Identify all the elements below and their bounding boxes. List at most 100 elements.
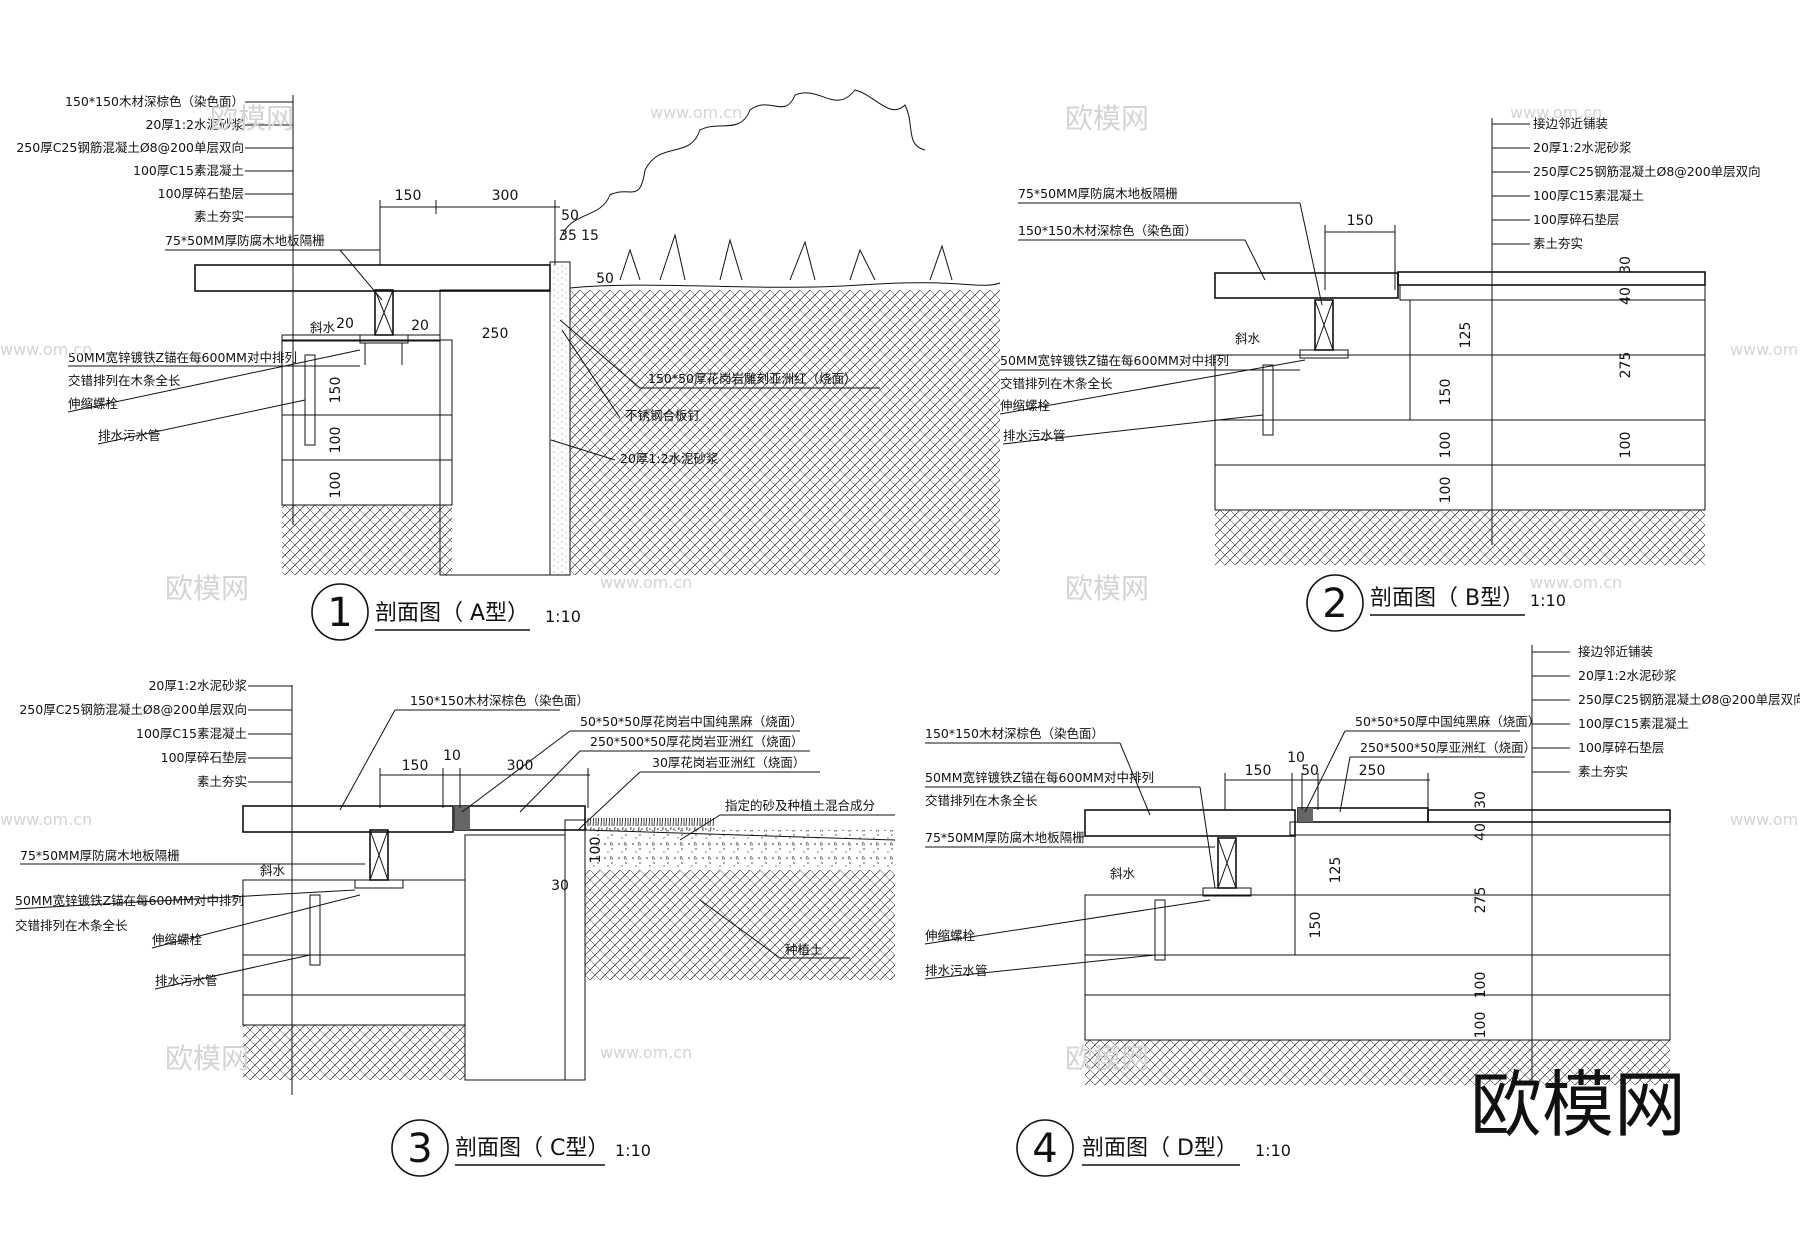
z-anchor [354, 879, 404, 889]
watermark-url: www.om.cn [600, 573, 692, 592]
callout-red-granite: 250*500*50厚亚洲红（烧面） [1360, 740, 1536, 755]
dim-label: 50 [561, 208, 579, 224]
callout-timber: 150*150木材深棕色（染色面） [925, 726, 1104, 741]
dim-label: 100 [1438, 432, 1454, 459]
section-title: 剖面图（ D型） [1082, 1136, 1238, 1161]
dim-label: 20 [336, 316, 354, 332]
rc-kerb-wall [464, 834, 566, 1081]
plain-concrete-layer [281, 414, 453, 461]
dim-label: 100 [1438, 477, 1454, 504]
section-b: 接边邻近铺装 20厚1:2水泥砂浆 250厚C25钢筋混凝土Ø8@200单层双向… [999, 116, 1761, 632]
callout-timber: 150*150木材深棕色（染色面） [410, 693, 589, 708]
watermark-text: 欧模网 [1065, 1042, 1149, 1075]
layer-label: 100厚碎石垫层 [1533, 212, 1619, 227]
dim-label: 150 [1245, 763, 1272, 779]
dim-label: 50 [1301, 763, 1319, 779]
layer-label: 接边邻近铺装 [1533, 116, 1608, 131]
dim-label: 250 [1359, 763, 1386, 779]
watermark-url: www.om.cn [1510, 103, 1602, 122]
dim-label: 40 [1618, 287, 1634, 305]
section-title: 剖面图（ B型） [1370, 586, 1524, 611]
z-anchor [1299, 349, 1349, 359]
dim-label: 100 [328, 472, 344, 499]
layer-label: 素土夯实 [194, 209, 244, 224]
dim-label: 15 [581, 228, 599, 244]
callout-planting-mix: 指定的砂及种植土混合成分 [725, 798, 875, 813]
dim-label: 10 [1287, 750, 1305, 766]
callout-granite-edge: 30厚花岗岩亚洲红（烧面） [652, 755, 805, 770]
dim-label: 275 [1618, 352, 1634, 379]
callout-nail: 不锈钢合板钉 [625, 408, 701, 423]
callout-black-granite: 50*50*50厚中国纯黑麻（烧面） [1355, 714, 1540, 729]
section-c: 20厚1:2水泥砂浆 250厚C25钢筋混凝土Ø8@200单层双向 100厚C1… [14, 678, 896, 1177]
adjacent-paving [1427, 809, 1671, 823]
layer-label: 素土夯实 [1533, 236, 1583, 251]
section-scale: 1:10 [1530, 591, 1566, 610]
earth-layer [1085, 1040, 1670, 1085]
dim-label: 125 [1328, 857, 1344, 884]
layer-label: 100厚C15素混凝土 [1578, 716, 1689, 731]
drain-pipe [304, 354, 316, 446]
layer-labels-d: 接边邻近铺装 20厚1:2水泥砂浆 250厚C25钢筋混凝土Ø8@200单层双向… [1532, 644, 1800, 779]
dim-label: 150 [402, 758, 429, 774]
layer-label: 100厚碎石垫层 [161, 750, 247, 765]
callout-timber: 150*150木材深棕色（染色面） [1018, 223, 1197, 238]
section-number: 2 [1322, 581, 1347, 627]
dim-label: 100 [1473, 1012, 1489, 1039]
dim-label: 30 [1618, 256, 1634, 274]
layer-labels-a: 150*150木材深棕色（染色面） 20厚1:2水泥砂浆 250厚C25钢筋混凝… [16, 94, 293, 224]
dim-label: 275 [1473, 887, 1489, 914]
layer-label: 250厚C25钢筋混凝土Ø8@200单层双向 [1533, 164, 1761, 179]
watermark-url: www.om.cn [650, 103, 742, 122]
layer-label: 20厚1:2水泥砂浆 [1578, 668, 1677, 683]
grass [585, 818, 715, 830]
layer-label: 20厚1:2水泥砂浆 [145, 117, 244, 132]
rc-slab [1084, 894, 1671, 956]
dim-label: 50 [596, 271, 614, 287]
callout-z-anchor: 50MM宽锌镀铁Z锚在每600MM对中排列 [925, 770, 1154, 785]
expansion-bolt [364, 343, 403, 365]
callout-mortar: 20厚1:2水泥砂浆 [620, 451, 719, 466]
callout-slope: 斜水 [260, 863, 286, 878]
drain-pipe [1262, 364, 1274, 436]
section-scale: 1:10 [545, 607, 581, 626]
plain-concrete-layer [242, 954, 466, 996]
callout-z-anchor: 50MM宽锌镀铁Z锚在每600MM对中排列 [15, 893, 244, 908]
layer-label: 250厚C25钢筋混凝土Ø8@200单层双向 [19, 702, 247, 717]
callout-staggered: 交错排列在木条全长 [1000, 376, 1113, 391]
layer-label: 250厚C25钢筋混凝土Ø8@200单层双向 [1578, 692, 1800, 707]
drain-pipe [309, 894, 321, 966]
sand-soil-mix [585, 830, 895, 870]
callout-red-granite: 250*500*50厚花岗岩亚洲红（烧面） [590, 734, 804, 749]
plain-concrete-layer [1084, 954, 1671, 996]
dim-label: 300 [507, 758, 534, 774]
layer-label: 接边邻近铺装 [1578, 644, 1653, 659]
section-title: 剖面图（ A型） [375, 601, 529, 626]
dim-label: 150 [1308, 912, 1324, 939]
layer-label: 100厚碎石垫层 [1578, 740, 1664, 755]
dim-label: 30 [551, 878, 569, 894]
layer-label: 100厚C15素混凝土 [133, 163, 244, 178]
callout-slope: 斜水 [1110, 866, 1136, 881]
watermark-url: www.om.cn [0, 340, 92, 359]
layer-label: 素土夯实 [1578, 764, 1628, 779]
callout-bolt: 伸缩螺栓 [925, 928, 976, 943]
z-anchor [1202, 887, 1252, 897]
dim-label: 100 [588, 837, 604, 864]
dim-label: 10 [443, 748, 461, 764]
dim-label: 100 [328, 427, 344, 454]
earth-layer [282, 505, 452, 575]
callout-joist: 75*50MM厚防腐木地板隔栅 [165, 233, 325, 248]
timber-deck [1084, 809, 1296, 837]
mortar-bed [1399, 284, 1706, 301]
callout-drain: 排水污水管 [98, 428, 161, 443]
layer-label: 100厚碎石垫层 [158, 186, 244, 201]
dim-label: 35 [559, 228, 577, 244]
earth-layer [1215, 510, 1705, 565]
callout-z-anchor: 50MM宽锌镀铁Z锚在每600MM对中排列 [1000, 353, 1229, 368]
section-scale: 1:10 [615, 1141, 651, 1160]
dim-label: 250 [482, 326, 509, 342]
callout-soil: 种植土 [785, 942, 823, 957]
black-granite-strip [1298, 808, 1313, 822]
dim-label: 125 [1458, 322, 1474, 349]
